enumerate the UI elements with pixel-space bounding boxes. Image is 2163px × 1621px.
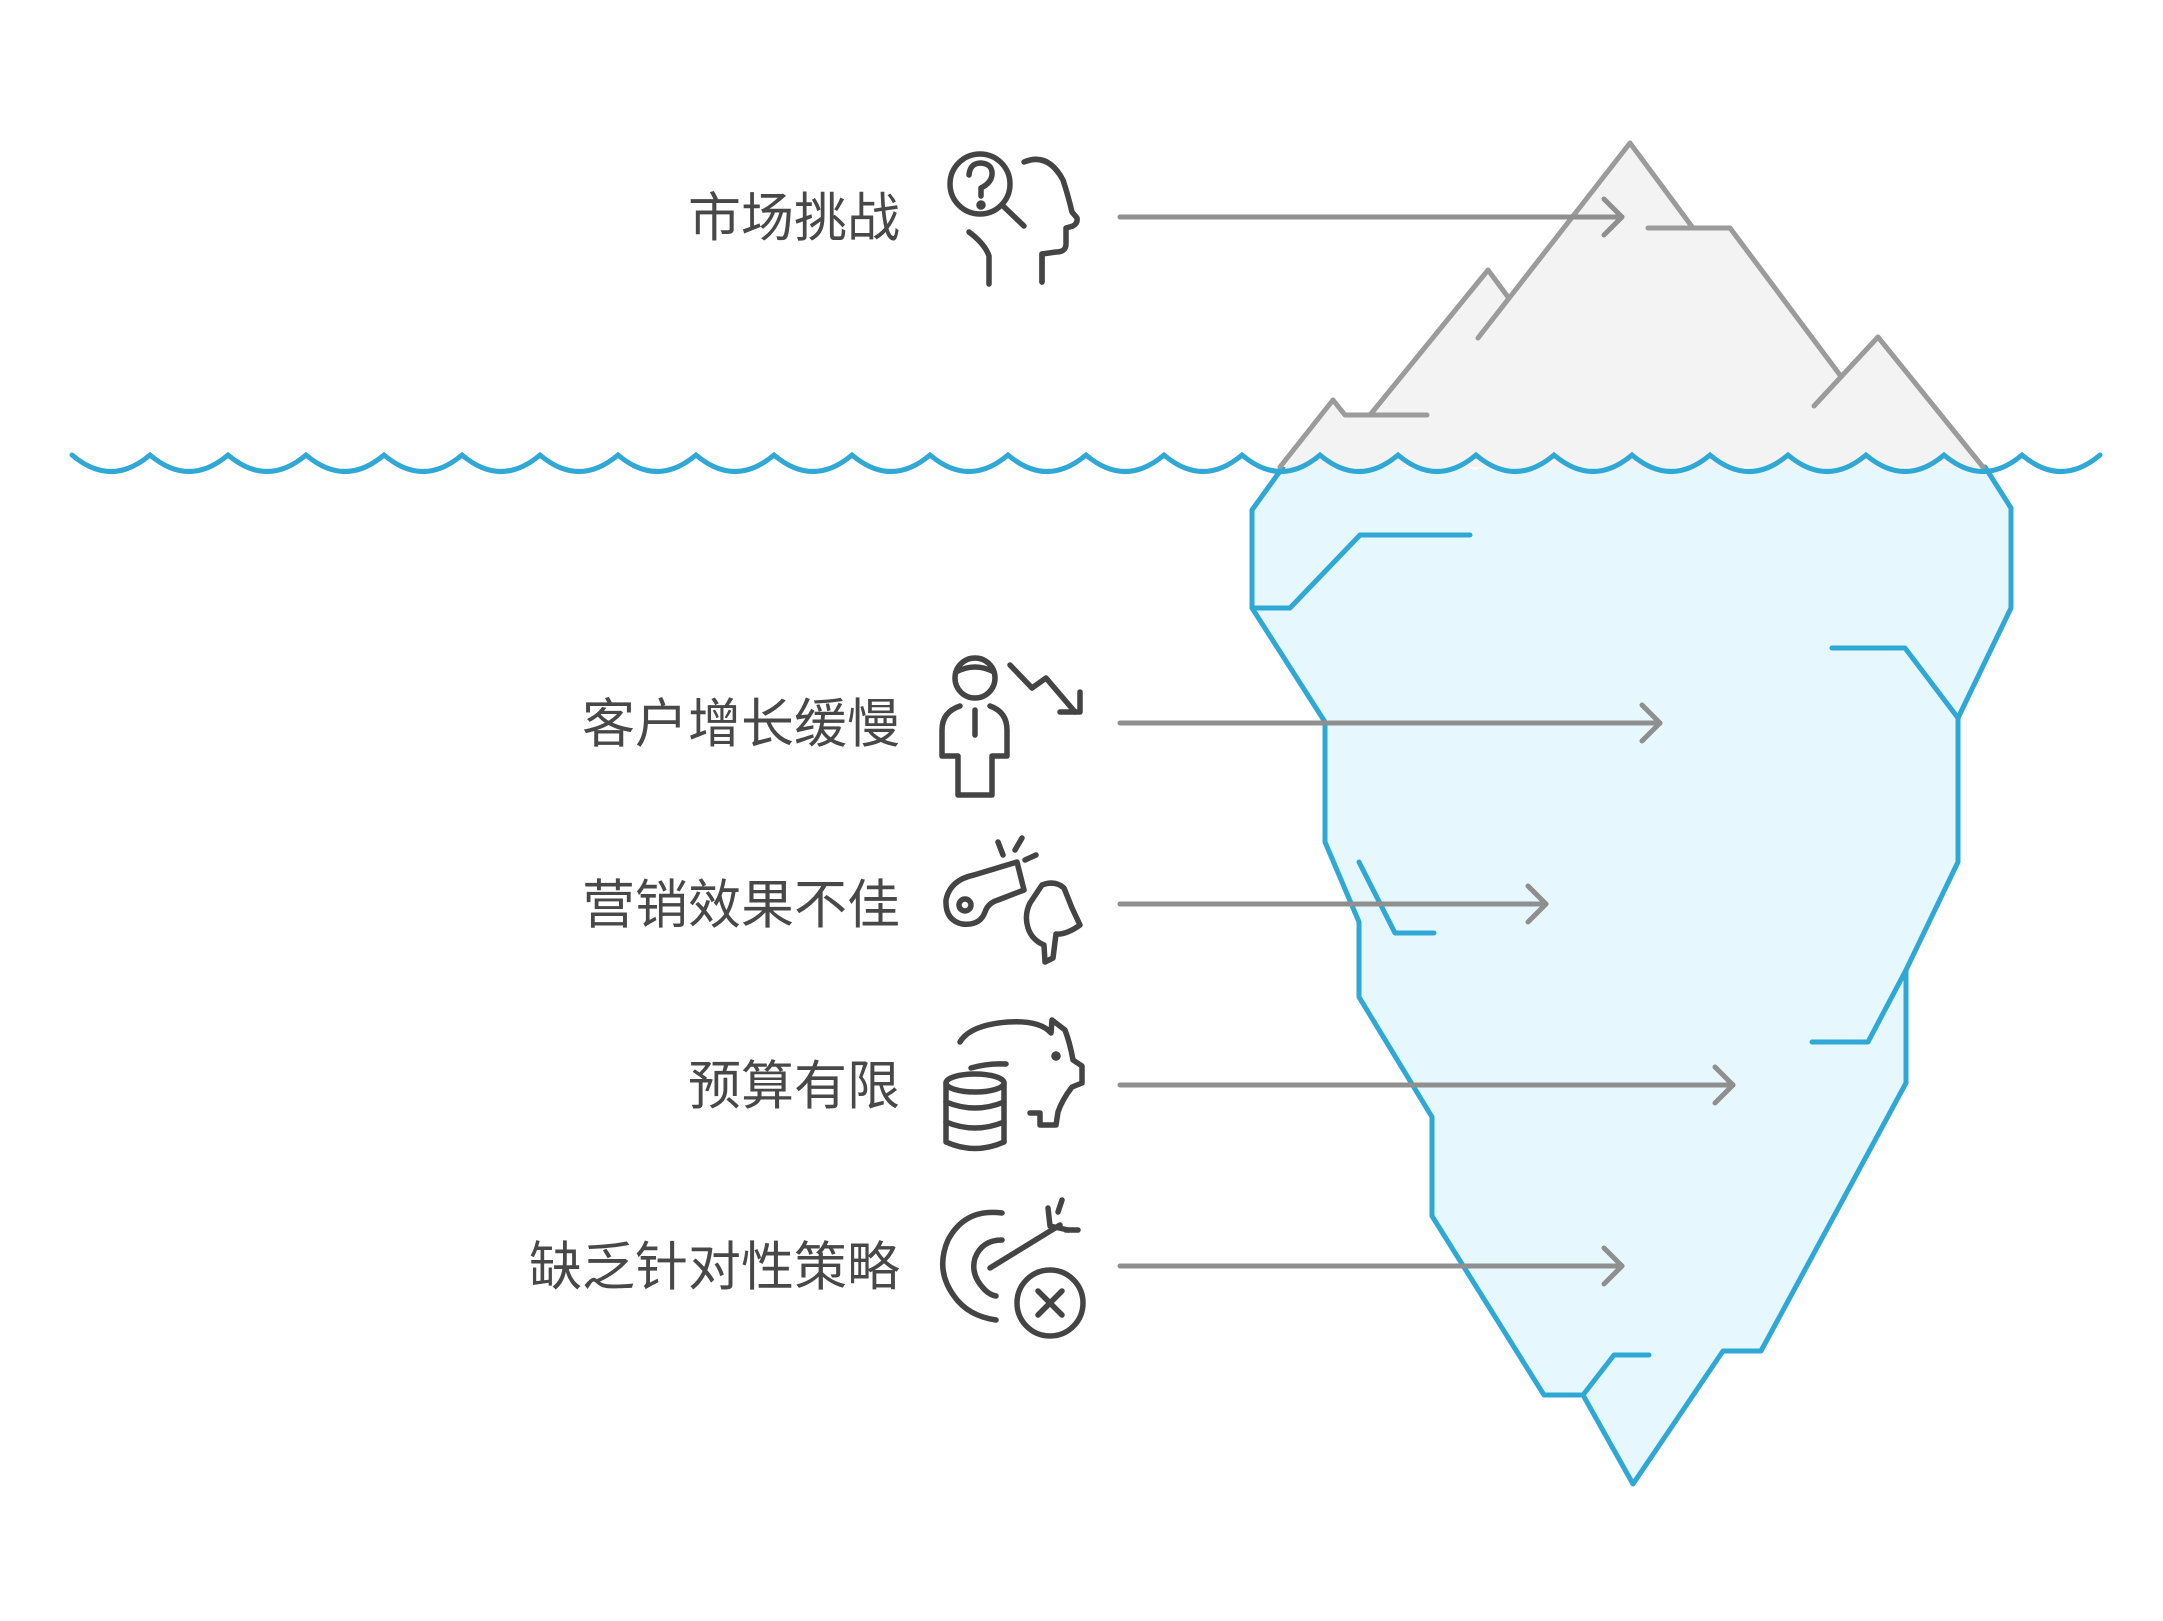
piggy-bank-coins-icon: [943, 1017, 1085, 1152]
label-lack-of-targeted-strategy: 缺乏针对性策略: [529, 1237, 900, 1298]
iceberg-submerged: [1249, 458, 2014, 1487]
label-slow-customer-growth: 客户增长缓慢: [582, 694, 900, 755]
arrow-limited-budget: [1117, 1064, 1736, 1106]
arrow-slow-growth: [1117, 702, 1663, 744]
question-head-icon: [947, 151, 1080, 287]
iceberg-tip: [1277, 140, 1986, 470]
label-limited-budget: 预算有限: [688, 1056, 900, 1117]
target-miss-icon: [940, 1197, 1086, 1339]
whistle-icon: [943, 835, 1083, 965]
water-line: [69, 451, 2103, 474]
label-poor-marketing-results: 营销效果不佳: [582, 875, 900, 936]
declining-person-icon: [939, 655, 1083, 798]
arrow-no-strategy: [1117, 1245, 1625, 1287]
label-market-challenge: 市场挑战: [688, 188, 900, 249]
arrow-market-challenge: [1117, 196, 1625, 238]
arrow-poor-marketing: [1117, 883, 1549, 925]
